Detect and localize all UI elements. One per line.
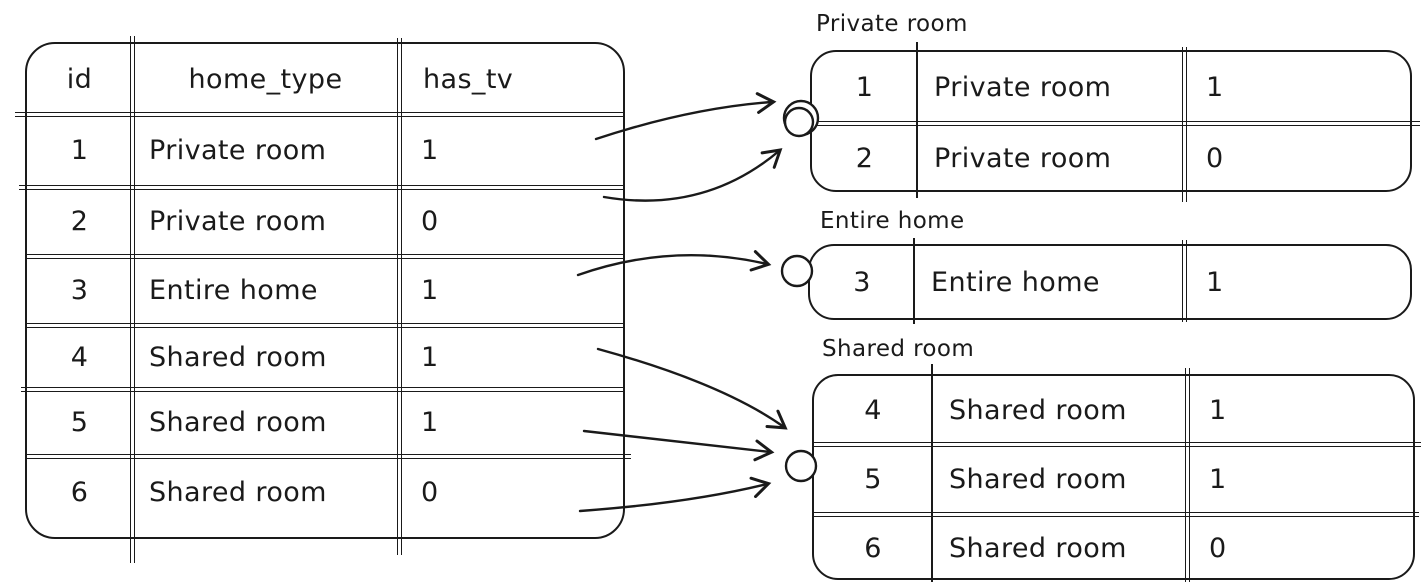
cell-has-tv: 1 [421,407,439,438]
cell-id: 5 [864,463,882,495]
row-divider [25,253,625,259]
cell-has-tv: 1 [421,341,439,373]
cell-home-type: Shared room [149,476,327,508]
row-divider [21,386,625,392]
cell-id: 3 [853,266,871,298]
row-divider [25,322,625,328]
row-divider [25,453,631,459]
cell-id: 4 [864,394,882,426]
group-label-private-room: Private room [816,11,968,37]
cell-has-tv: 0 [421,476,439,508]
cell-has-tv: 0 [1206,143,1224,174]
cell-home-type: Shared room [149,341,327,373]
connector-dot-private-scribble [783,106,815,138]
cell-home-type: Private room [934,143,1112,174]
cell-has-tv: 1 [1206,72,1224,103]
cell-id: 6 [70,476,89,508]
column-divider [129,36,135,563]
arrow-row2-to-private [602,148,783,202]
cell-home-type: Shared room [949,463,1127,495]
entire-home-grid: 3 Entire home 1 [810,246,1410,318]
cell-has-tv: 1 [1209,394,1227,426]
cell-id: 4 [70,341,89,373]
cell-has-tv: 1 [421,275,439,306]
cell-has-tv: 1 [421,135,439,166]
cell-home-type: Shared room [949,532,1127,564]
column-divider [916,42,919,198]
arrow-row4-to-shared [596,347,788,430]
cell-home-type: Entire home [931,266,1100,298]
cell-has-tv: 1 [1206,266,1224,298]
cell-has-tv: 0 [1209,532,1227,564]
cell-home-type: Private room [934,72,1112,103]
group-table-entire-home: 3 Entire home 1 [808,238,1412,324]
cell-id: 3 [70,275,89,306]
column-divider [913,238,916,324]
header-cell-id: id [66,63,93,95]
cell-id: 5 [70,407,89,438]
column-divider [396,38,402,555]
cell-home-type: Shared room [949,394,1127,426]
row-divider [19,184,625,190]
cell-id: 6 [864,532,882,564]
header-cell-has-tv: has_tv [423,63,514,95]
cell-id: 2 [70,206,89,237]
column-divider [1181,47,1187,202]
column-divider [931,364,934,582]
column-divider [1181,240,1187,322]
header-cell-home-type: home_type [188,63,343,95]
cell-id: 1 [855,72,874,103]
column-divider [1184,368,1190,582]
cell-id: 1 [70,135,89,166]
group-label-entire-home: Entire home [820,208,965,234]
header-divider [15,111,625,117]
row-divider [812,441,1421,447]
row-divider [810,120,1420,126]
cell-home-type: Entire home [149,275,318,306]
cell-id: 2 [855,143,874,174]
row-divider [812,511,1419,517]
cell-has-tv: 0 [421,206,439,237]
cell-home-type: Private room [149,206,327,237]
cell-home-type: Shared room [149,407,327,438]
group-label-shared-room: Shared room [822,336,975,362]
cell-home-type: Private room [149,135,327,166]
cell-has-tv: 1 [1209,463,1227,495]
